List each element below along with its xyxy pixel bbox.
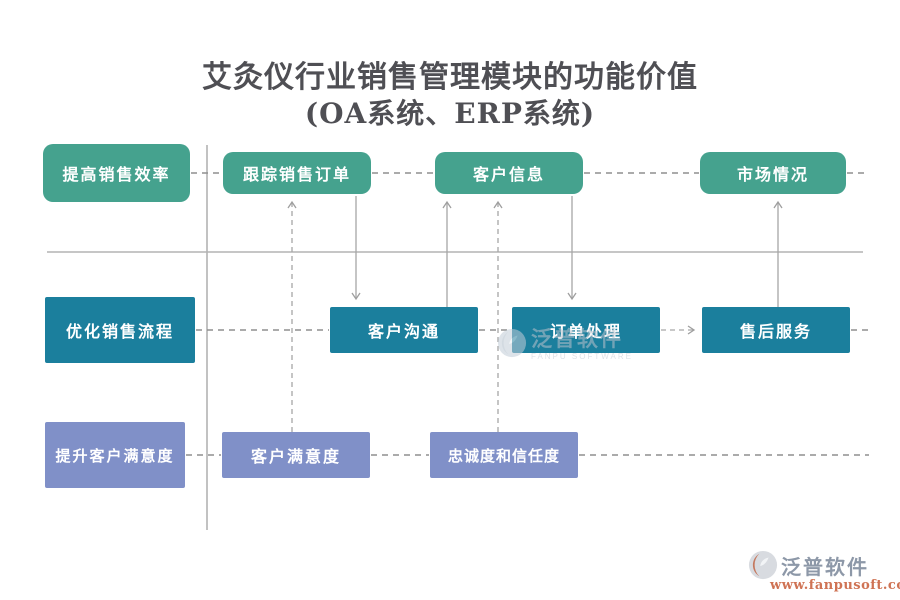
node-customer-info: 客户信息 (435, 152, 583, 194)
node-loyalty-and-trust: 忠诚度和信任度 (430, 432, 578, 478)
watermark-footer: 泛普软件 www.fanpusoft.com (748, 550, 900, 593)
node-customer-satisfaction: 客户满意度 (222, 432, 370, 478)
node-improve-sales-efficiency: 提高销售效率 (43, 144, 190, 202)
fanpu-logo-icon (748, 550, 778, 580)
node-after-sales-service: 售后服务 (702, 307, 850, 353)
watermark-footer-url: www.fanpusoft.com (770, 578, 900, 593)
title-line-1: 艾灸仪行业销售管理模块的功能价值 (202, 60, 698, 95)
node-improve-customer-satisfaction: 提升客户满意度 (45, 422, 185, 488)
node-optimize-sales-process: 优化销售流程 (45, 297, 195, 363)
node-order-processing: 订单处理 (512, 307, 660, 353)
node-market-situation: 市场情况 (700, 152, 846, 194)
page-title: 艾灸仪行业销售管理模块的功能价值 (OA系统、ERP系统) (0, 60, 900, 131)
node-track-sales-orders: 跟踪销售订单 (223, 152, 371, 194)
title-line-2: (OA系统、ERP系统) (304, 97, 596, 130)
node-customer-communication: 客户沟通 (330, 307, 478, 353)
watermark-footer-name: 泛普软件 (781, 554, 869, 579)
